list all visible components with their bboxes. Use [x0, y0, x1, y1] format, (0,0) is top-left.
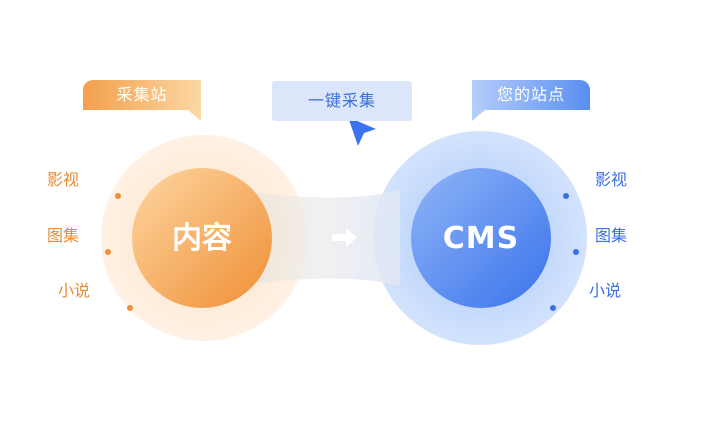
pointer-cursor-icon	[348, 117, 376, 146]
source-hub-circle	[132, 168, 272, 308]
source-tag-tail	[188, 110, 201, 121]
target-tag-tail	[472, 110, 485, 121]
source-item-gallery: 图集	[47, 226, 80, 245]
connector-bridge	[235, 190, 400, 286]
target-tag: 您的站点	[472, 80, 590, 110]
target-hub-label: CMS	[442, 221, 520, 256]
source-tag: 采集站	[83, 80, 201, 110]
source-dot-3	[127, 305, 133, 311]
target-item-video: 影视	[595, 170, 628, 189]
target-hub-circle	[411, 168, 551, 308]
target-dot-3	[550, 305, 556, 311]
source-hub-label: 内容	[172, 221, 232, 256]
target-dot-1	[563, 193, 569, 199]
one-click-collect-label: 一键采集	[272, 81, 412, 121]
source-dot-2	[105, 249, 111, 255]
source-item-video: 影视	[47, 170, 80, 189]
source-item-novel: 小说	[58, 281, 91, 300]
target-item-novel: 小说	[589, 281, 622, 300]
target-dot-2	[573, 249, 579, 255]
source-dot-1	[115, 193, 121, 199]
arrow-right-icon	[332, 228, 357, 247]
target-item-gallery: 图集	[595, 226, 628, 245]
